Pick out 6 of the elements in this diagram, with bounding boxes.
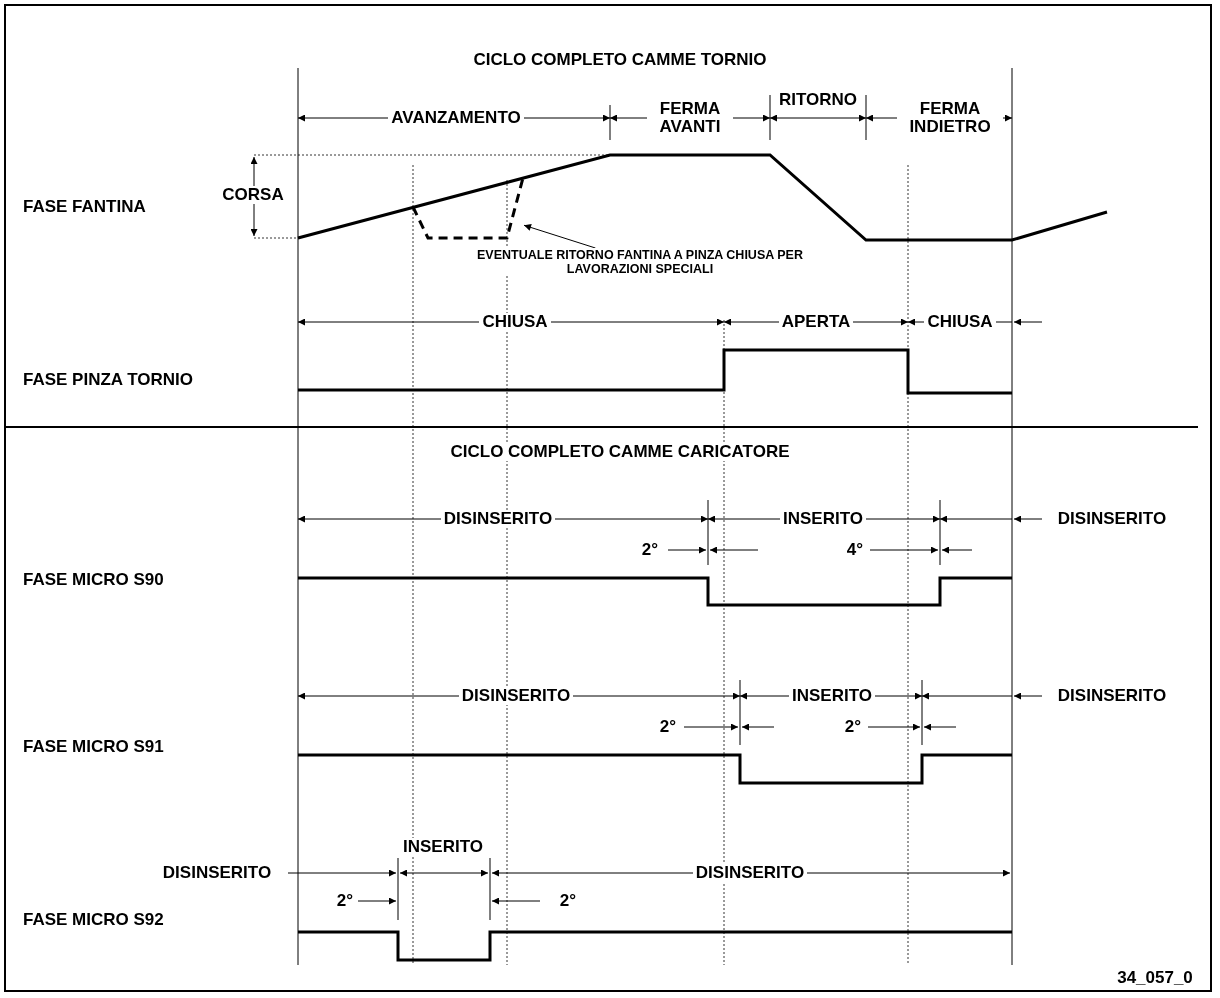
dashed-waveform [411, 177, 525, 240]
phase-label: CHIUSA [479, 313, 551, 331]
phase-label: DISINSERITO [692, 864, 808, 882]
leader-line [523, 224, 596, 249]
phase-label: DISINSERITO [458, 687, 574, 705]
phase-label: DISINSERITO [440, 510, 556, 528]
